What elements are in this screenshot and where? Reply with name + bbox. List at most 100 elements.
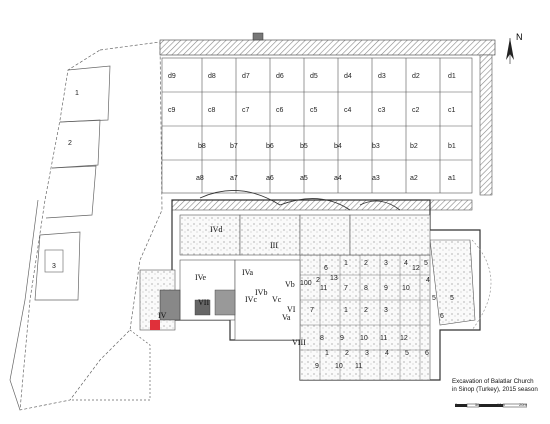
- scale-label: 5m: [475, 402, 481, 407]
- caption-line-2: in Sinop (Turkey), 2015 season: [452, 385, 538, 393]
- north-wall: [159, 39, 496, 56]
- church-structure: [139, 190, 492, 381]
- grid-label: d4: [344, 73, 352, 80]
- grid-label: b4: [334, 143, 342, 150]
- svg-text:9: 9: [384, 285, 388, 292]
- grid-label: c9: [168, 107, 176, 114]
- svg-text:5: 5: [432, 295, 436, 302]
- grid-label: d6: [276, 73, 284, 80]
- grid-label: c1: [448, 107, 456, 114]
- svg-text:4: 4: [426, 277, 430, 284]
- grid-label: b5: [300, 143, 308, 150]
- grid-label: d7: [242, 73, 250, 80]
- grid-label: d3: [378, 73, 386, 80]
- svg-text:7: 7: [310, 307, 314, 314]
- svg-text:12: 12: [400, 335, 408, 342]
- svg-text:2: 2: [345, 350, 349, 357]
- svg-text:8: 8: [364, 285, 368, 292]
- room-label: IV: [158, 311, 167, 320]
- north-arrow-icon: [506, 38, 514, 64]
- scale-bar-graphic: [455, 403, 528, 408]
- grid-label: b1: [448, 143, 456, 150]
- north-label: N: [516, 32, 523, 42]
- grid-labels: d9 d8 d7 d6 d5 d4 d3 d2 d1 c9 c8 c7 c6 c…: [168, 73, 456, 182]
- svg-text:1: 1: [344, 260, 348, 267]
- caption-line-1: Excavation of Balatlar Church: [452, 378, 534, 385]
- grid-label: a3: [372, 175, 380, 182]
- grid-label: a8: [196, 175, 204, 182]
- grid-label: c2: [412, 107, 420, 114]
- room-label: IVc: [245, 295, 257, 304]
- grid-label: a5: [300, 175, 308, 182]
- room-labels: IVd III IVe IVa IVb IVc Vb Vc Va IV VI V…: [158, 225, 306, 347]
- east-wall: [479, 54, 493, 196]
- svg-text:5: 5: [450, 295, 454, 302]
- svg-text:11: 11: [320, 285, 327, 292]
- plot-label: 1: [75, 90, 79, 97]
- grid-label: a2: [410, 175, 418, 182]
- room-label: VII: [198, 298, 209, 307]
- grid-label: a4: [334, 175, 342, 182]
- site-outlines: [9, 41, 163, 411]
- svg-text:7: 7: [344, 285, 348, 292]
- svg-text:2: 2: [364, 307, 368, 314]
- grid-label: a1: [448, 175, 456, 182]
- grid-label: b2: [410, 143, 418, 150]
- svg-text:2: 2: [316, 277, 320, 284]
- plan-caption: Excavation of Balatlar Church in Sinop (…: [452, 378, 548, 393]
- plot-label: 3: [52, 263, 56, 270]
- plot-labels: 1 2 3: [52, 90, 79, 270]
- svg-text:5: 5: [405, 350, 409, 357]
- svg-text:6: 6: [324, 265, 328, 272]
- svg-text:6: 6: [440, 313, 444, 320]
- svg-text:3: 3: [384, 260, 388, 267]
- svg-text:3: 3: [365, 350, 369, 357]
- plot-label: 2: [68, 140, 72, 147]
- svg-text:8: 8: [320, 335, 324, 342]
- grid-label: d5: [310, 73, 318, 80]
- grid-label: c8: [208, 107, 216, 114]
- svg-text:10: 10: [402, 285, 410, 292]
- scale-label: 20m: [519, 402, 527, 407]
- svg-text:1: 1: [344, 307, 348, 314]
- svg-text:13: 13: [330, 275, 338, 282]
- room-label: Va: [282, 313, 291, 322]
- svg-text:9: 9: [315, 363, 319, 370]
- svg-text:12: 12: [412, 265, 420, 272]
- grid-label: a6: [266, 175, 274, 182]
- grid-label: d1: [448, 73, 456, 80]
- svg-text:11: 11: [355, 363, 362, 370]
- grid-label: d8: [208, 73, 216, 80]
- grid-label: b7: [230, 143, 238, 150]
- room-label: Vb: [285, 280, 295, 289]
- room-label: Vc: [272, 295, 282, 304]
- svg-text:9: 9: [340, 335, 344, 342]
- scale-bar: 0 5m 10m 20m: [455, 396, 528, 410]
- north-arrow: N: [500, 30, 530, 70]
- room-label: IVb: [255, 288, 267, 297]
- svg-text:6: 6: [425, 350, 429, 357]
- grid-label: d2: [412, 73, 420, 80]
- svg-text:1: 1: [325, 350, 329, 357]
- room-label: VI: [287, 305, 296, 314]
- grid-label: c7: [242, 107, 250, 114]
- svg-text:4: 4: [385, 350, 389, 357]
- svg-text:4: 4: [404, 260, 408, 267]
- svg-text:10: 10: [335, 363, 343, 370]
- excavation-grid-lines: [161, 57, 473, 194]
- grid-label: c3: [378, 107, 386, 114]
- svg-text:5: 5: [424, 260, 428, 267]
- scale-label: 0: [455, 402, 458, 407]
- marker-block: [252, 32, 264, 41]
- grid-label: c4: [344, 107, 352, 114]
- grid-label: b8: [198, 143, 206, 150]
- svg-text:2: 2: [364, 260, 368, 267]
- scale-label: 10m: [497, 402, 505, 407]
- grid-label: c6: [276, 107, 284, 114]
- room-label: III: [270, 241, 278, 250]
- room-label: VIII: [292, 338, 306, 347]
- room-label: IVd: [210, 225, 222, 234]
- room-label: IVe: [195, 273, 207, 282]
- grid-label: b6: [266, 143, 274, 150]
